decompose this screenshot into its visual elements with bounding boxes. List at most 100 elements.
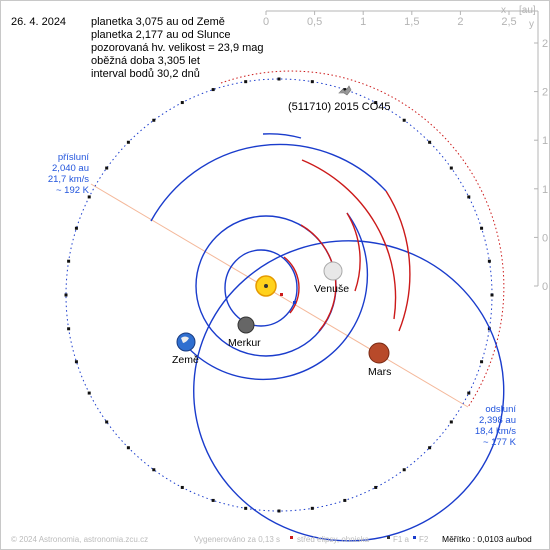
info-line-1: planetka 3,075 au od Země [91,16,225,28]
asteroid-position-dot [490,293,494,297]
mars-orbit-outer [150,143,387,222]
apsis-line [90,183,469,408]
legend-f1-marker [387,536,390,539]
asteroid-label: (511710) 2015 CO45 [288,101,391,113]
x-tick-label: 0,5 [307,16,322,28]
copyright-text: © 2024 Astronomia, astronomia.zcu.cz [11,535,148,544]
asteroid-position-dot [126,140,130,144]
asteroid-position-dot [480,226,484,230]
y-tick-label: 2 [542,87,548,99]
asteroid-position-dot [402,468,406,472]
asteroid-position-dot [449,420,453,424]
info-line-2: planetka 2,177 au od Slunce [91,29,230,41]
earth-orbit-top [262,133,302,139]
mars-orbit-blue-2 [193,240,357,383]
x-tick-label: 1 [360,16,366,28]
mars-orbit-red [301,159,397,320]
perihelion-speed: 21,7 km/s [48,174,89,185]
asteroid-position-dot [105,166,109,170]
axis-unit-label: [au] [519,5,536,16]
asteroid-position-dot [343,88,347,92]
asteroid-position-dot [87,195,91,199]
mercury-orbit-red [283,256,300,314]
asteroid-position-dot [126,446,130,450]
asteroid-position-dot [152,118,156,122]
y-tick-label: 1,5 [542,135,550,147]
legend-f2-marker [413,536,416,539]
y-tick-label: 0,5 [542,232,550,244]
earth-orbit [178,212,369,381]
asteroid-position-dot [428,140,432,144]
ellipse-center-marker [280,293,283,296]
perihelion-temp: ~ 192 K [56,185,90,196]
asteroid-position-dot [67,327,71,331]
asteroid-position-dot [180,485,184,489]
y-tick-label: 1 [542,184,548,196]
y-tick-label: 0 [542,281,548,293]
earth-icon [176,332,196,352]
x-axis-letter: x [501,5,506,16]
asteroid-position-dot [374,101,378,105]
info-line-3: pozorovaná hv. velikost = 23,9 mag [91,42,264,54]
legend-center-text: střed elipsy, ohniska [297,535,369,544]
x-tick-label: 2 [457,16,463,28]
aphelion-temp: ~ 177 K [483,437,517,448]
asteroid-position-dot [211,88,215,92]
info-line-5: interval bodů 30,2 dnů [91,68,200,80]
venus-label: Venuše [314,283,349,295]
mars-label: Mars [368,366,391,378]
x-tick-label: 0 [263,16,269,28]
sun-center [264,284,268,288]
generated-text: Vygenerováno za 0,13 s [194,535,280,544]
asteroid-position-dot [480,360,484,364]
asteroid-position-dot [310,80,314,84]
asteroid-position-dot [74,360,78,364]
asteroid-position-dot [244,506,248,510]
asteroid-position-dot [449,166,453,170]
mars-orbit-outer-red [385,190,411,332]
asteroid-position-dot [374,485,378,489]
mars-orbit-blue [193,240,505,542]
asteroid-position-dots [64,77,494,513]
earth-orbit-red [346,212,361,292]
scale-text: Měřítko : 0,0103 au/bod [442,534,532,544]
date-text: 26. 4. 2024 [11,16,66,28]
asteroid-position-dot [64,293,68,297]
aphelion-title: odsluní [485,404,516,415]
asteroid-position-dot [67,259,71,263]
y-axis-letter: y [529,19,534,30]
y-axis-ticks: 2,5 2 1,5 1 0,5 0 y [529,19,550,293]
asteroid-position-dot [277,509,281,513]
mercury-label: Merkur [228,337,261,349]
asteroid-position-dot [487,259,491,263]
asteroid-position-dot [211,498,215,502]
aphelion-distance: 2,398 au [479,415,516,426]
asteroid-position-dot [402,118,406,122]
perihelion-title: přísluní [58,152,90,163]
info-line-4: oběžná doba 3,305 let [91,55,200,67]
asteroid-position-dot [87,391,91,395]
asteroid-position-dot [467,195,471,199]
legend-f1-text: F1 a [393,535,410,544]
asteroid-position-dot [310,506,314,510]
asteroid-position-dot [277,77,281,81]
asteroid-position-dot [180,101,184,105]
asteroid-position-dot [244,80,248,84]
legend-f2-text: F2 [419,535,429,544]
asteroid-position-dot [152,468,156,472]
asteroid-position-dot [105,420,109,424]
perihelion-distance: 2,040 au [52,163,89,174]
asteroid-position-dot [343,498,347,502]
mars-icon [368,342,390,364]
venus-icon [323,261,343,281]
asteroid-orbit-above [220,70,505,408]
aphelion-speed: 18,4 km/s [475,426,516,437]
legend-center-marker [290,536,293,539]
focus-f2-marker [293,301,296,304]
mercury-icon [237,316,255,334]
y-tick-label: 2,5 [542,38,550,50]
asteroid-position-dot [467,391,471,395]
x-tick-label: 1,5 [404,16,419,28]
